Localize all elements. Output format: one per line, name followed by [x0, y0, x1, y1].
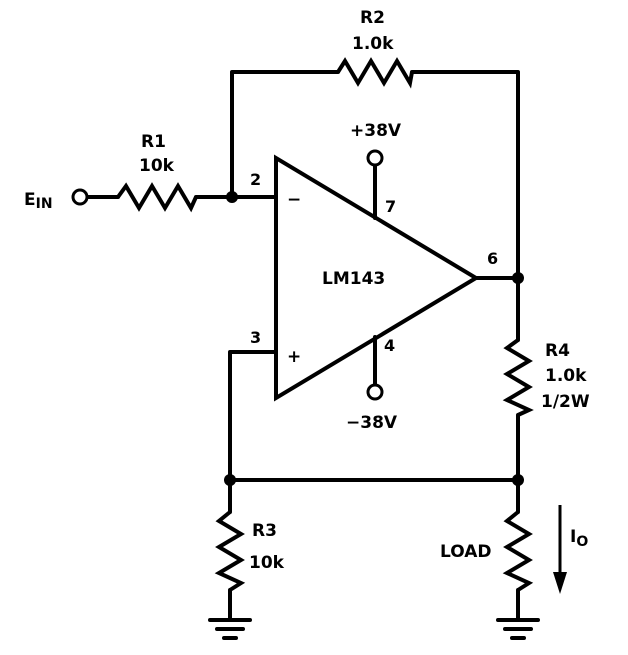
r3-value: 10k: [249, 553, 285, 573]
pin-label-4: 4: [384, 336, 395, 355]
opamp-minus-sign: −: [287, 190, 301, 210]
vminus-terminal: [366, 383, 384, 401]
pin-label-2: 2: [250, 170, 261, 189]
ground-symbol-r3: [208, 618, 252, 640]
current-label: IO: [570, 527, 588, 550]
vplus-terminal: [366, 149, 384, 167]
wires: [86, 70, 520, 622]
resistor-r2: [336, 57, 414, 89]
input-terminal: [71, 188, 89, 206]
pin-label-3: 3: [250, 328, 261, 347]
resistor-r3: [214, 510, 246, 592]
load-resistor: [502, 510, 534, 592]
junction-output: [512, 272, 524, 284]
current-arrow: [553, 505, 567, 594]
opamp-triangle: [274, 154, 480, 402]
current-label-main: I: [570, 527, 576, 547]
r4-rating: 1/2W: [541, 392, 590, 412]
supply-negative-label: −38V: [346, 413, 398, 433]
junction-bottom-left: [224, 474, 236, 486]
resistor-r4: [502, 338, 534, 417]
r2-name: R2: [360, 8, 385, 28]
ground-symbol-load: [496, 618, 540, 640]
pin-label-6: 6: [487, 249, 498, 268]
supply-positive-label: +38V: [350, 121, 402, 141]
resistor-r1: [116, 182, 198, 213]
junction-bottom-right: [512, 474, 524, 486]
r1-name: R1: [141, 132, 166, 152]
input-label-sub: IN: [36, 196, 53, 212]
wire-feedback-right: [410, 70, 520, 280]
wire-feedback-left: [230, 70, 340, 199]
opamp-name: LM143: [322, 269, 385, 289]
opamp-plus-sign: +: [287, 347, 301, 367]
wire-noninv-input: [228, 350, 278, 482]
r3-name: R3: [252, 521, 277, 541]
r4-value: 1.0k: [545, 366, 587, 386]
pin-label-7: 7: [385, 197, 396, 216]
junction-inverting: [226, 191, 238, 203]
current-label-sub: O: [576, 534, 588, 550]
load-label: LOAD: [440, 542, 492, 562]
r2-value: 1.0k: [352, 34, 394, 54]
input-label-main: E: [24, 190, 36, 210]
input-label: EIN: [24, 190, 53, 212]
r4-name: R4: [545, 341, 570, 361]
r1-value: 10k: [139, 156, 175, 176]
